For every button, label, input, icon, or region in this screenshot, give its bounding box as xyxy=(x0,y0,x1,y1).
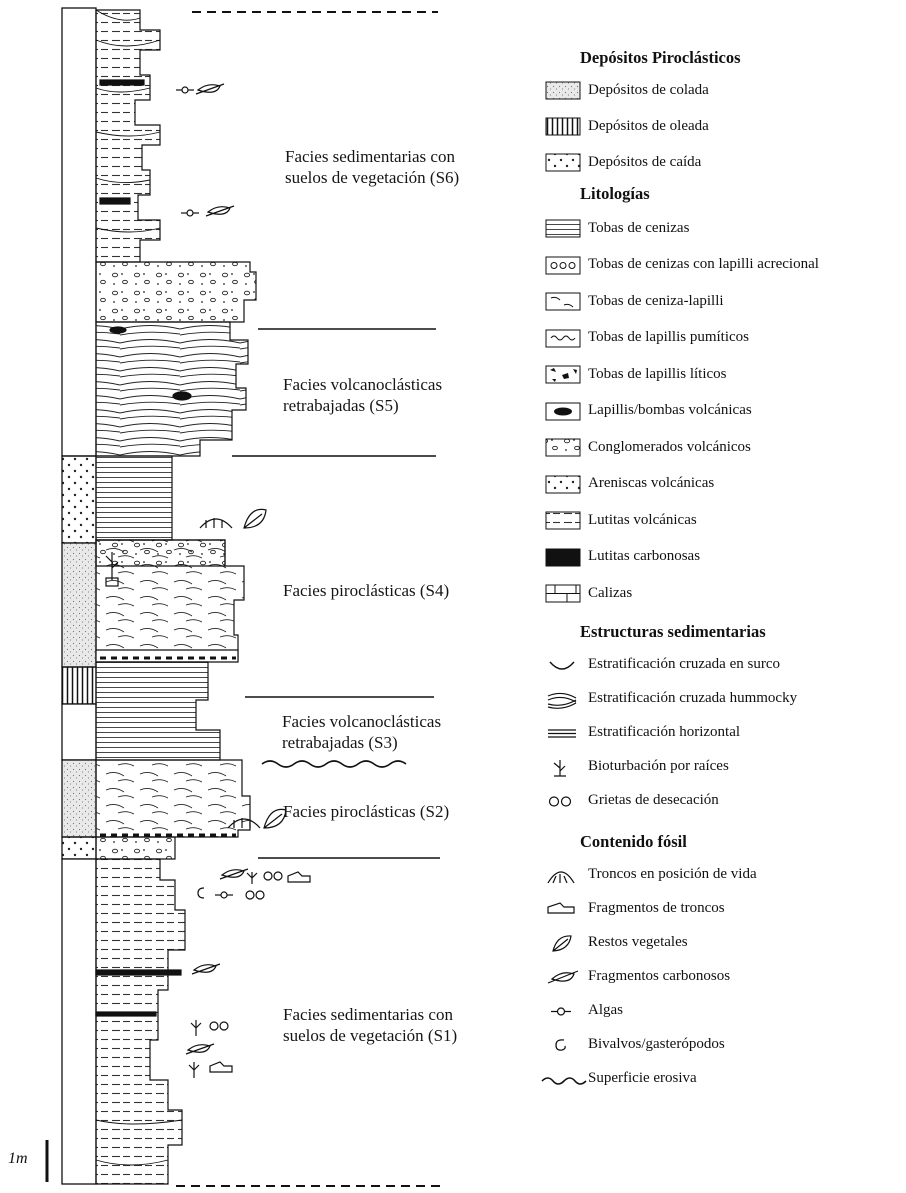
legend-item-trunk-situ: Troncos en posición de vida xyxy=(540,858,906,892)
legend-item-algae: Algas xyxy=(540,994,906,1028)
volcanic-sandstone-icon xyxy=(540,473,588,495)
root-icon xyxy=(188,1062,200,1078)
legend-title-structures: Estructuras sedimentarias xyxy=(580,621,766,641)
flow-deposit-icon xyxy=(540,79,588,101)
lithic-lapilli-icon xyxy=(540,363,588,385)
trunk-fragment-icon xyxy=(287,871,311,883)
mudcrack-icon xyxy=(540,790,588,812)
legend-item-trough: Estratificación cruzada en surco xyxy=(540,648,906,682)
trough-cross-icon xyxy=(540,654,588,676)
legend-item-fall: Depósitos de caída xyxy=(540,144,906,180)
leaf-icon xyxy=(540,932,588,954)
legend-item-sandstone: Areniscas volcánicas xyxy=(540,466,906,503)
legend-item-trunk-frag: Fragmentos de troncos xyxy=(540,892,906,926)
lithology-column xyxy=(95,9,257,1185)
scale-label: 1m xyxy=(8,1150,28,1167)
erosive-surface-icon xyxy=(540,1068,588,1090)
volcanic-bomb-icon xyxy=(540,400,588,422)
horizontal-strat-icon xyxy=(540,722,588,744)
deposit-bar xyxy=(61,7,97,1185)
legend-item-mudcrack: Grietas de desecación xyxy=(540,784,906,818)
legend-title-fossil: Contenido fósil xyxy=(580,831,687,851)
column-symbols xyxy=(105,83,311,1078)
accretionary-lapilli-icon xyxy=(540,254,588,276)
limestone-icon xyxy=(540,582,588,604)
legend-item-volcanic-shale: Lutitas volcánicas xyxy=(540,502,906,539)
legend-item-flow: Depósitos de colada xyxy=(540,72,906,108)
ash-tuff-icon xyxy=(540,217,588,239)
legend-item-carbon: Fragmentos carbonosos xyxy=(540,960,906,994)
mudcrack-icon xyxy=(263,871,283,881)
root-icon xyxy=(540,756,588,778)
facies-label-s4: Facies piroclásticas (S4) xyxy=(283,581,450,600)
root-icon xyxy=(105,552,119,587)
trunk-in-situ-icon xyxy=(540,864,588,886)
mudcrack-icon xyxy=(245,890,265,900)
algae-icon xyxy=(215,891,233,899)
mudcrack-icon xyxy=(209,1021,229,1031)
stratigraphic-column xyxy=(45,7,440,1187)
legend-item-carbonaceous: Lutitas carbonosas xyxy=(540,539,906,576)
legend-title-pyroclastic: Depósitos Piroclásticos xyxy=(580,48,741,67)
legend-item-ash-tuff: Tobas de cenizas xyxy=(540,210,906,247)
trunk-in-situ-icon xyxy=(227,818,261,829)
facies-label-s2: Facies piroclásticas (S2) xyxy=(283,802,450,821)
leaf-icon xyxy=(243,508,267,529)
algae-icon xyxy=(540,1000,588,1022)
carbon-fragment-icon xyxy=(191,963,221,975)
pumice-lapilli-icon xyxy=(540,327,588,349)
ash-lapilli-tuff-icon xyxy=(540,290,588,312)
algae-icon xyxy=(181,209,199,217)
legend-item-erosive: Superficie erosiva xyxy=(540,1062,906,1096)
legend-item-bomb: Lapillis/bombas volcánicas xyxy=(540,393,906,430)
legend-item-lithic: Tobas de lapillis líticos xyxy=(540,356,906,393)
trunk-fragment-icon xyxy=(209,1061,233,1073)
leaf-icon xyxy=(263,808,287,829)
root-icon xyxy=(190,1020,202,1036)
legend-item-conglomerate: Conglomerados volcánicos xyxy=(540,429,906,466)
volcanic-shale-icon xyxy=(540,509,588,531)
trunk-in-situ-icon xyxy=(199,518,233,529)
surge-deposit-icon xyxy=(540,115,588,137)
legend-item-horizontal: Estratificación horizontal xyxy=(540,716,906,750)
carbon-fragment-icon xyxy=(219,868,249,880)
legend-item-root: Bioturbación por raíces xyxy=(540,750,906,784)
legend-item-hummocky: Estratificación cruzada hummocky xyxy=(540,682,906,716)
algae-icon xyxy=(176,86,194,94)
carbon-fragment-icon xyxy=(540,966,588,988)
legend-item-leaf: Restos vegetales xyxy=(540,926,906,960)
trunk-fragment-icon xyxy=(540,898,588,920)
legend-title-lithology: Litologías xyxy=(580,184,650,203)
legend-item-pumice: Tobas de lapillis pumíticos xyxy=(540,320,906,357)
erosive-surface-s3 xyxy=(261,760,407,768)
legend: Depósitos Piroclásticos Depósitos de col… xyxy=(540,48,906,1096)
bivalve-icon xyxy=(197,887,205,899)
volcanic-conglomerate-icon xyxy=(540,436,588,458)
legend-item-bivalve: Bivalvos/gasterópodos xyxy=(540,1028,906,1062)
carbon-fragment-icon xyxy=(205,205,235,217)
bivalve-icon xyxy=(540,1034,588,1056)
hummocky-icon xyxy=(540,688,588,710)
root-icon xyxy=(246,872,258,884)
carbon-fragment-icon xyxy=(185,1043,215,1055)
legend-item-surge: Depósitos de oleada xyxy=(540,108,906,144)
carbonaceous-shale-icon xyxy=(540,546,588,568)
legend-item-limestone: Calizas xyxy=(540,575,906,612)
fall-deposit-icon xyxy=(540,151,588,173)
legend-item-ash-lapilli: Tobas de ceniza-lapilli xyxy=(540,283,906,320)
legend-item-accretionary: Tobas de cenizas con lapilli acrecional xyxy=(540,247,906,284)
carbon-fragment-icon xyxy=(195,83,225,95)
